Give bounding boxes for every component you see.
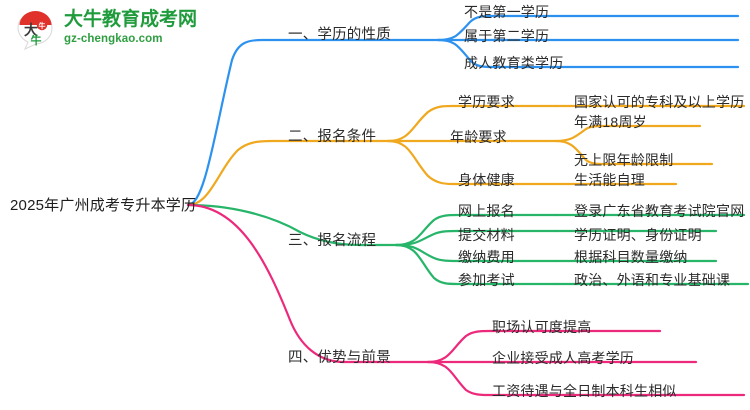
logo-title: 大牛教育成考网 (64, 9, 198, 30)
branch-2-child-1-leaf-1-label[interactable]: 国家认可的专科及以上学历 (574, 94, 745, 110)
branch-4-child-2-label[interactable]: 企业接受成人高考学历 (492, 350, 634, 366)
branch-1-label[interactable]: 一、学历的性质 (288, 27, 391, 43)
branch-2-child-1-label[interactable]: 学历要求 (458, 94, 515, 110)
logo-wordmark: 大牛教育成考网 gz-chengkao.com (64, 9, 198, 45)
branch-2-child-3-label[interactable]: 身体健康 (458, 172, 515, 188)
site-logo: 牛 大 牛 大牛教育成考网 gz-chengkao.com (12, 6, 198, 56)
root-node-label[interactable]: 2025年广州成考专升本学历 (10, 197, 197, 214)
svg-text:牛: 牛 (31, 33, 42, 47)
branch-4-child-1-label[interactable]: 职场认可度提高 (492, 319, 592, 335)
branch-2-label[interactable]: 二、报名条件 (288, 129, 377, 145)
branch-4-label[interactable]: 四、优势与前景 (288, 350, 391, 366)
branch-3-child-3-label[interactable]: 缴纳费用 (458, 249, 515, 265)
svg-text:大: 大 (24, 22, 38, 38)
branch-2-child-2-leaf-2-label[interactable]: 无上限年龄限制 (574, 152, 674, 168)
branch-3-child-4-leaf-1-label[interactable]: 政治、外语和专业基础课 (574, 272, 731, 288)
branch-3-child-1-label[interactable]: 网上报名 (458, 203, 515, 219)
branch-3-child-2-label[interactable]: 提交材料 (458, 227, 515, 243)
branch-1-child-1-label[interactable]: 不是第一学历 (464, 4, 550, 20)
branch-3-child-2-leaf-1-label[interactable]: 学历证明、身份证明 (574, 227, 702, 243)
branch-1-child-3-label[interactable]: 成人教育类学历 (464, 55, 564, 71)
logo-url: gz-chengkao.com (64, 32, 163, 45)
branch-3-child-3-leaf-1-label[interactable]: 根据科目数量缴纳 (574, 249, 688, 265)
svg-text:牛: 牛 (39, 21, 46, 30)
branch-4-child-3-label[interactable]: 工资待遇与全日制本科生相似 (492, 383, 677, 399)
branch-2-child-2-leaf-1-label[interactable]: 年满18周岁 (574, 114, 647, 130)
branch-3-child-1-leaf-1-label[interactable]: 登录广东省教育考试院官网 (574, 203, 745, 219)
branch-2-child-2-label[interactable]: 年龄要求 (450, 129, 507, 145)
branch-1-child-2-label[interactable]: 属于第二学历 (464, 28, 550, 44)
branch-3-label[interactable]: 三、报名流程 (288, 233, 377, 249)
branch-2-child-3-leaf-1-label[interactable]: 生活能自理 (574, 172, 645, 188)
logo-mark-icon: 牛 大 牛 (17, 11, 53, 50)
branch-3-child-4-label[interactable]: 参加考试 (458, 272, 515, 288)
